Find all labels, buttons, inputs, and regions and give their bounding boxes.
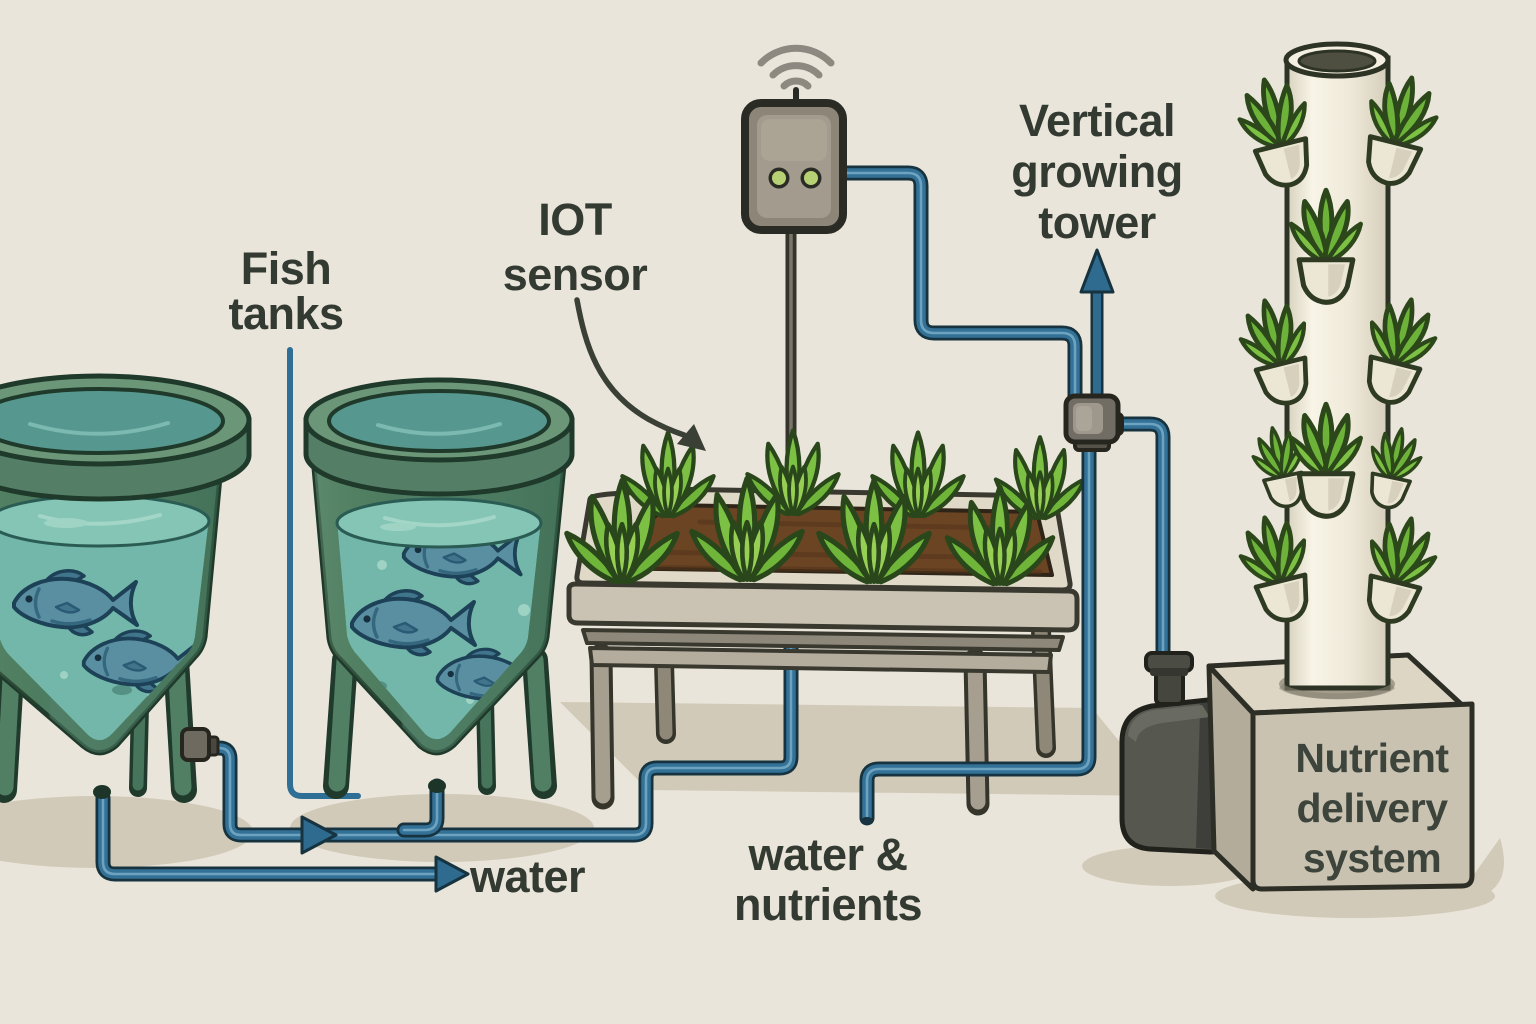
pipe-water-nutrients [859,434,1097,826]
label-nutrient-delivery-system: Nutrient delivery system [1282,733,1462,883]
label-iot-sensor: IOT sensor [450,192,700,302]
label-water-and-nutrients: water & nutrients [703,830,953,930]
flow-arrow-water [434,855,470,893]
tower-flow-arrow [1079,248,1115,400]
label-vertical-growing-tower: Vertical growing tower [972,95,1222,248]
pipe-fishwater-to-growbed [198,632,799,843]
tank-valve [180,727,220,762]
nutrient-delivery-box [1206,652,1475,892]
fish-tank-right [303,377,575,799]
label-wn-line1: water & [748,829,908,880]
fish-tanks-leader-line [287,347,361,799]
table-apron [588,646,1053,674]
pipe-to-pump [1104,416,1171,676]
label-iot-line2: sensor [502,249,648,300]
iot-leader-arrow [574,297,706,451]
label-tower-line2: growing [1011,146,1183,197]
led-indicator [768,167,822,189]
pump-cap [1144,651,1194,706]
pipe-sensor-to-junction [838,165,1083,408]
label-nds-line3: system [1302,835,1442,881]
label-nds-line1: Nutrient [1295,735,1449,781]
label-wn-line2: nutrients [733,879,923,930]
vertical-grow-tower [1232,41,1444,700]
table-underside [581,628,1065,652]
iot-sensor-device [741,44,847,234]
label-tower-line3: tower [1038,197,1156,248]
label-water-text: water [470,851,586,902]
label-fish-tanks: Fish tanks [161,246,411,336]
label-fish-tanks-line2: tanks [228,288,344,339]
label-fish-tanks-line1: Fish [240,243,332,294]
label-tower-line1: Vertical [1018,95,1176,146]
label-nds-line2: delivery [1296,785,1449,831]
flow-arrow-right [300,815,338,855]
label-iot-line1: IOT [538,194,612,245]
fish-tank-left [0,373,252,803]
wifi-icon [757,44,835,90]
table-slab [566,581,1080,633]
junction-valve [1063,393,1124,452]
pipe-tank2-drain [396,778,445,838]
label-water: water [470,851,586,902]
pipe-water-out [95,790,446,882]
